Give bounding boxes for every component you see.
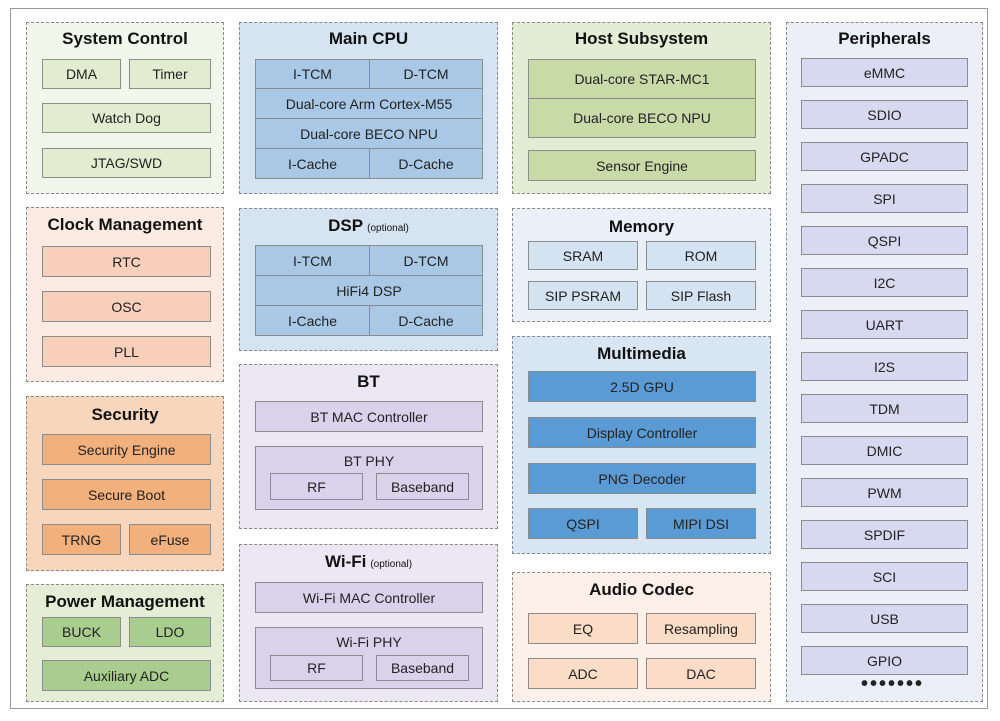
- peripherals-group: Peripherals eMMC SDIO GPADC SPI QSPI I2C UART I…: [786, 22, 983, 702]
- pll-block: PLL: [42, 336, 211, 367]
- security-engine-block: Security Engine: [42, 434, 211, 465]
- wifi-mac-block: Wi-Fi MAC Controller: [255, 582, 483, 613]
- display-controller-block: Display Controller: [528, 417, 756, 448]
- peripheral-uart-block: UART: [801, 310, 968, 339]
- peripheral-i2c-block: I2C: [801, 268, 968, 297]
- wifi-optional-note: (optional): [370, 559, 413, 570]
- rtc-block: RTC: [42, 246, 211, 277]
- watchdog-block: Watch Dog: [42, 103, 211, 133]
- bt-baseband-block: Baseband: [376, 473, 469, 500]
- host-subsystem-group: Host Subsystem Dual-core STAR-MC1 Dual-c…: [512, 22, 771, 194]
- dsp-dtcm-block: D-TCM: [369, 245, 483, 276]
- security-group: Security Security Engine Secure Boot TRN…: [26, 396, 224, 571]
- peripheral-gpadc-block: GPADC: [801, 142, 968, 171]
- multimedia-title: Multimedia: [597, 344, 686, 363]
- diagram-frame: [10, 8, 988, 709]
- main-itcm-block: I-TCM: [255, 59, 370, 89]
- audio-codec-group: Audio Codec EQ Resampling ADC DAC: [512, 572, 771, 702]
- wifi-phy-block: Wi-Fi PHY RF Baseband: [255, 627, 483, 689]
- dac-block: DAC: [646, 658, 756, 689]
- audio-codec-title: Audio Codec: [589, 580, 694, 599]
- peripheral-sci-block: SCI: [801, 562, 968, 591]
- osc-block: OSC: [42, 291, 211, 322]
- bt-phy-block: BT PHY RF Baseband: [255, 446, 483, 510]
- wifi-title-text: Wi-Fi: [324, 552, 367, 571]
- wifi-rf-block: RF: [270, 655, 363, 681]
- bt-title: BT: [357, 372, 380, 391]
- ldo-block: LDO: [129, 617, 211, 647]
- main-dcache-block: D-Cache: [369, 148, 483, 179]
- dsp-title-text: DSP: [328, 216, 364, 235]
- dsp-optional-note: (optional): [367, 223, 409, 234]
- resampling-block: Resampling: [646, 613, 756, 644]
- peripheral-pwm-block: PWM: [801, 478, 968, 507]
- peripheral-i2s-block: I2S: [801, 352, 968, 381]
- peripherals-title: Peripherals: [838, 29, 931, 48]
- main-icache-block: I-Cache: [255, 148, 370, 179]
- trng-block: TRNG: [42, 524, 121, 555]
- gpu-block: 2.5D GPU: [528, 371, 756, 402]
- memory-title: Memory: [608, 217, 675, 236]
- more-peripherals-ellipsis: •••••••: [861, 673, 925, 695]
- cortex-m55-block: Dual-core Arm Cortex-M55: [255, 88, 483, 119]
- eq-block: EQ: [528, 613, 638, 644]
- system-control-title: System Control: [62, 29, 188, 48]
- memory-group: Memory SRAM ROM SIP PSRAM SIP Flash: [512, 208, 771, 322]
- multimedia-qspi-block: QSPI: [528, 508, 638, 539]
- wifi-title: Wi-Fi(optional): [240, 552, 497, 572]
- wifi-phy-title: Wi-Fi PHY: [336, 634, 402, 650]
- main-cpu-group: Main CPU I-TCM D-TCM Dual-core Arm Corte…: [239, 22, 498, 194]
- rom-block: ROM: [646, 241, 756, 270]
- host-npu-block: Dual-core BECO NPU: [528, 98, 756, 138]
- peripheral-tdm-block: TDM: [801, 394, 968, 423]
- dsp-dcache-block: D-Cache: [369, 305, 483, 336]
- hifi4-dsp-block: HiFi4 DSP: [255, 275, 483, 306]
- peripheral-spdif-block: SPDIF: [801, 520, 968, 549]
- multimedia-group: Multimedia 2.5D GPU Display Controller P…: [512, 336, 771, 554]
- peripheral-usb-block: USB: [801, 604, 968, 633]
- peripheral-spi-block: SPI: [801, 184, 968, 213]
- mipi-dsi-block: MIPI DSI: [646, 508, 756, 539]
- sensor-engine-block: Sensor Engine: [528, 150, 756, 181]
- auxiliary-adc-block: Auxiliary ADC: [42, 660, 211, 691]
- dsp-group: DSP(optional) I-TCM D-TCM HiFi4 DSP I-Ca…: [239, 208, 498, 351]
- star-mc1-block: Dual-core STAR-MC1: [528, 59, 756, 99]
- efuse-block: eFuse: [129, 524, 211, 555]
- clock-management-group: Clock Management RTC OSC PLL: [26, 207, 224, 382]
- bt-rf-block: RF: [270, 473, 363, 500]
- main-cpu-title: Main CPU: [328, 29, 409, 48]
- main-npu-block: Dual-core BECO NPU: [255, 118, 483, 149]
- host-subsystem-title: Host Subsystem: [574, 29, 709, 48]
- sip-flash-block: SIP Flash: [646, 281, 756, 310]
- jtag-block: JTAG/SWD: [42, 148, 211, 178]
- bt-phy-title: BT PHY: [343, 453, 395, 469]
- clock-management-title: Clock Management: [47, 215, 203, 234]
- adc-block: ADC: [528, 658, 638, 689]
- peripheral-gpio-block: GPIO: [801, 646, 968, 675]
- bt-mac-block: BT MAC Controller: [255, 401, 483, 432]
- sip-psram-block: SIP PSRAM: [528, 281, 638, 310]
- peripheral-qspi-block: QSPI: [801, 226, 968, 255]
- power-management-group: Power Management BUCK LDO Auxiliary ADC: [26, 584, 224, 702]
- dsp-itcm-block: I-TCM: [255, 245, 370, 276]
- png-decoder-block: PNG Decoder: [528, 463, 756, 494]
- secure-boot-block: Secure Boot: [42, 479, 211, 510]
- peripheral-emmc-block: eMMC: [801, 58, 968, 87]
- dsp-title: DSP(optional): [240, 216, 497, 236]
- power-management-title: Power Management: [45, 592, 205, 611]
- peripheral-sdio-block: SDIO: [801, 100, 968, 129]
- sram-block: SRAM: [528, 241, 638, 270]
- wifi-baseband-block: Baseband: [376, 655, 469, 681]
- buck-block: BUCK: [42, 617, 121, 647]
- wifi-group: Wi-Fi(optional) Wi-Fi MAC Controller Wi-…: [239, 544, 498, 702]
- main-dtcm-block: D-TCM: [369, 59, 483, 89]
- peripheral-dmic-block: DMIC: [801, 436, 968, 465]
- bt-group: BT BT MAC Controller BT PHY RF Baseband: [239, 364, 498, 529]
- dsp-icache-block: I-Cache: [255, 305, 370, 336]
- dma-block: DMA: [42, 59, 121, 89]
- system-control-group: System Control DMA Timer Watch Dog JTAG/…: [26, 22, 224, 194]
- security-title: Security: [91, 405, 159, 424]
- timer-block: Timer: [129, 59, 211, 89]
